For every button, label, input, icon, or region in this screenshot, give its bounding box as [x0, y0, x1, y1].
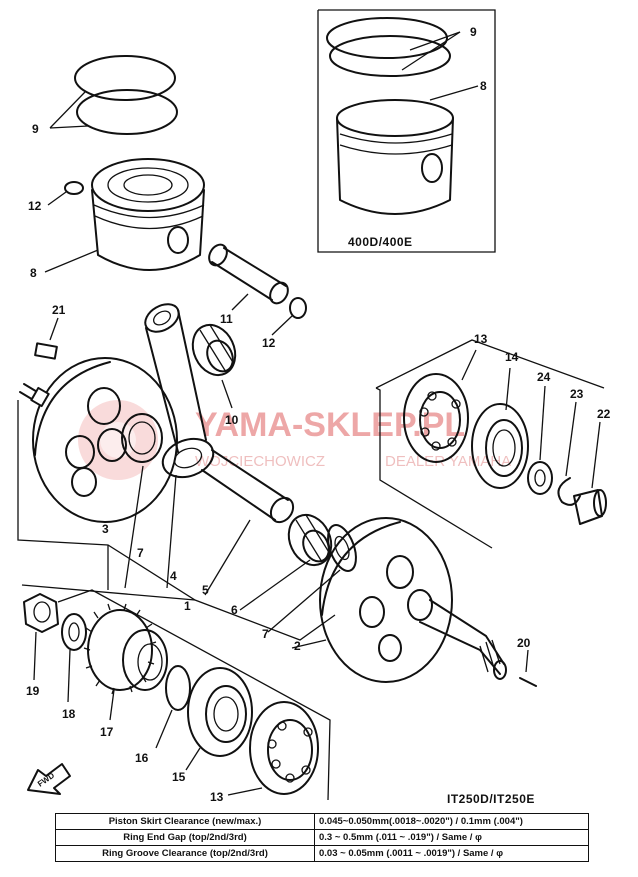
piston-pin: 11 12: [208, 243, 307, 350]
callout-17: 17: [100, 725, 114, 739]
callout-15: 15: [172, 770, 186, 784]
fwd-arrow: FWD: [27, 763, 71, 795]
table-row: Ring Groove Clearance (top/2nd/3rd) 0.03…: [55, 845, 589, 862]
spec-label: Ring End Gap (top/2nd/3rd): [55, 829, 315, 846]
spec-label: Ring Groove Clearance (top/2nd/3rd): [55, 845, 315, 862]
main-model-label: IT250D/IT250E: [447, 792, 535, 806]
callout-21: 21: [52, 303, 66, 317]
callout-2: 2: [294, 639, 301, 653]
callout-14: 14: [505, 350, 519, 364]
spec-label: Piston Skirt Clearance (new/max.): [55, 813, 315, 830]
callout-8-inset: 8: [480, 79, 487, 93]
right-side-parts: 13 14 24 23 22: [375, 332, 611, 549]
table-row: Piston Skirt Clearance (new/max.) 0.045~…: [55, 813, 589, 830]
callout-12-left: 12: [28, 199, 42, 213]
leader-lines: 3 7 4 5 1 6 7 2: [17, 400, 341, 653]
woodruff-key: 21: [34, 303, 66, 360]
callout-1: 1: [184, 599, 191, 613]
connecting-rod: [144, 303, 215, 479]
primary-drive-parts: 19 18 17 16 15 13: [23, 589, 331, 804]
piston-rings: 9: [32, 55, 178, 136]
spec-table: Piston Skirt Clearance (new/max.) 0.045~…: [55, 813, 589, 862]
callout-12-pin: 12: [262, 336, 276, 350]
callout-24: 24: [537, 370, 551, 384]
callout-5: 5: [202, 583, 209, 597]
big-end-bearing: [287, 513, 357, 572]
right-crank-wheel: [319, 517, 507, 683]
crank-pin: [201, 449, 295, 524]
table-row: Ring End Gap (top/2nd/3rd) 0.3 ~ 0.5mm (…: [55, 829, 589, 846]
callout-16: 16: [135, 751, 149, 765]
callout-6: 6: [231, 603, 238, 617]
callout-11: 11: [220, 312, 233, 326]
watermark-sub1: WOJCIECHOWICZ: [195, 453, 325, 470]
small-end-bearing: 10: [191, 323, 239, 427]
left-crank-wheel: [19, 357, 178, 523]
inset-model-label: 400D/400E: [348, 235, 413, 249]
callout-13-bottom: 13: [210, 790, 224, 804]
callout-13-top: 13: [474, 332, 488, 346]
callout-9-inset: 9: [470, 25, 477, 39]
spec-value: 0.3 ~ 0.5mm (.011 ~ .019") / Same / φ: [314, 829, 589, 846]
watermark-sub2: DEALER YAMAHA: [385, 453, 511, 470]
callout-23: 23: [570, 387, 584, 401]
callout-9-left: 9: [32, 122, 39, 136]
inset-400-piston: 9 8 400D/400E: [317, 9, 496, 253]
callout-19: 19: [26, 684, 40, 698]
callout-18: 18: [62, 707, 76, 721]
callout-20: 20: [517, 636, 531, 650]
spec-value: 0.045~0.050mm(.0018~.0020") / 0.1mm (.00…: [314, 813, 589, 830]
callout-7-b: 7: [262, 627, 269, 641]
piston: 8 12: [28, 158, 205, 280]
spec-value: 0.03 ~ 0.05mm (.0011 ~ .0019") / Same / …: [314, 845, 589, 862]
callout-3: 3: [102, 522, 109, 536]
callout-22: 22: [597, 407, 611, 421]
callout-10: 10: [225, 413, 239, 427]
key-right: 20: [517, 636, 537, 687]
callout-7-a: 7: [137, 546, 144, 560]
callout-8-left: 8: [30, 266, 37, 280]
callout-4: 4: [170, 569, 177, 583]
